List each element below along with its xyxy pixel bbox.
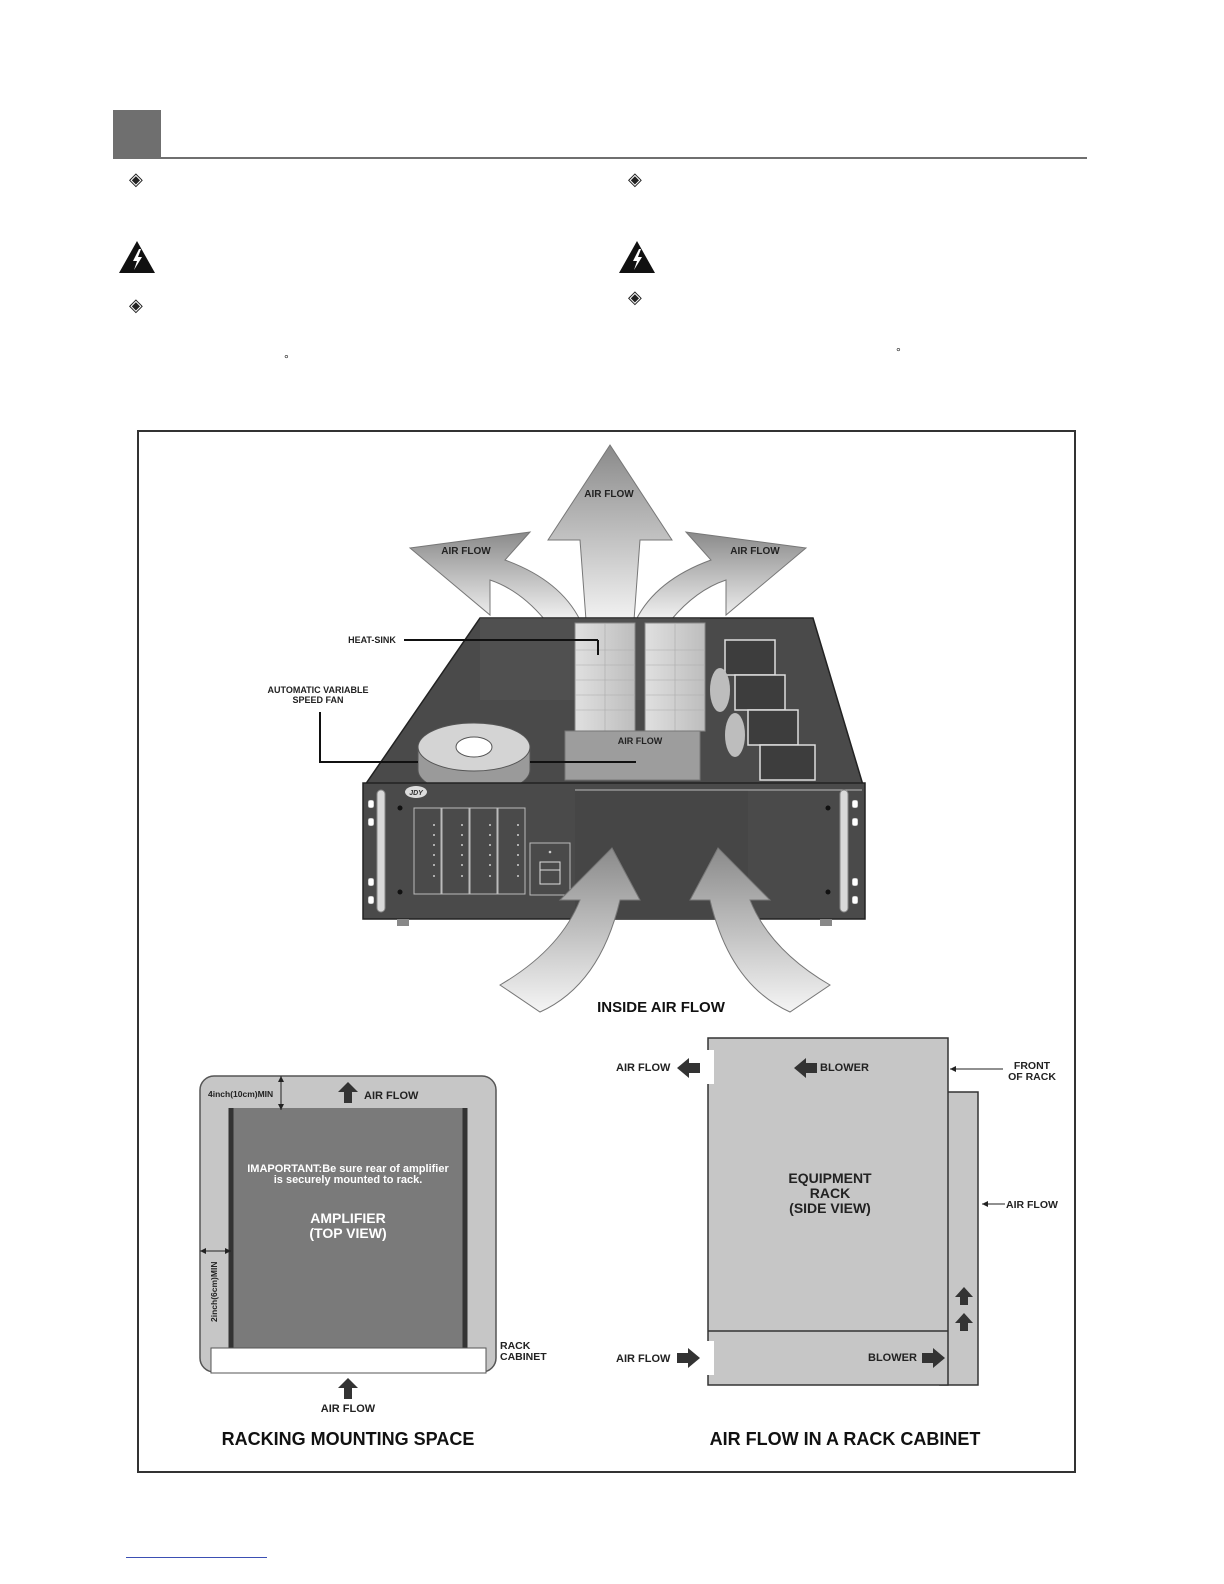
equipment-rack (707, 1037, 949, 1386)
label-air-flow-right: AIR FLOW (730, 546, 780, 557)
air-flow-arrow-top (547, 444, 673, 621)
label-front-line1: FRONT (1014, 1060, 1051, 1072)
caption-racking-mounting-space: RACKING MOUNTING SPACE (222, 1429, 475, 1449)
caption-air-flow-in-a-rack-cabinet: AIR FLOW IN A RACK CABINET (710, 1429, 981, 1449)
diamond-bullet-icon: ◈ (628, 169, 642, 189)
electric-shock-warning-icon (119, 241, 155, 273)
rack-handle-right (839, 789, 849, 913)
inside-air-flow-arrow-left (499, 847, 641, 1013)
svg-text:JDY: JDY (409, 790, 424, 797)
left-arrow-icon (677, 1058, 700, 1078)
rack-handle-left (376, 789, 386, 913)
label-air-flow-rack-top: AIR FLOW (364, 1090, 419, 1102)
rack-cabinet-rail (210, 1347, 487, 1374)
channel-modules (413, 807, 526, 895)
label-fan-line1: AUTOMATIC VARIABLE (268, 685, 369, 695)
label-heat-sink: HEAT-SINK (348, 635, 396, 645)
up-arrow-icon (955, 1287, 973, 1305)
inside-air-flow-arrow-right (689, 847, 831, 1013)
amplifier-top-view (231, 1108, 466, 1348)
left-arrow-icon (794, 1058, 817, 1078)
label-air-flow-top: AIR FLOW (584, 489, 634, 500)
variable-speed-fan (417, 722, 531, 795)
label-amplifier-line1: AMPLIFIER (310, 1210, 385, 1226)
air-flow-arrow-left (408, 531, 581, 621)
label-rack-line1: RACK (500, 1340, 531, 1352)
diamond-bullet-icon: ◈ (628, 287, 642, 307)
label-important-line1: IMAPORTANT:Be sure rear of amplifier (247, 1163, 449, 1175)
degree-symbol: ° (284, 352, 289, 366)
power-switch (529, 842, 571, 896)
degree-symbol: ° (896, 345, 901, 359)
label-important-line2: is securely mounted to rack. (274, 1174, 423, 1186)
label-air-flow-inner: AIR FLOW (618, 736, 663, 746)
label-air-flow-left: AIR FLOW (441, 546, 491, 557)
label-air-flow-rack-bottom: AIR FLOW (321, 1403, 376, 1415)
up-arrow-icon (338, 1082, 358, 1103)
label-equipment-line3: (SIDE VIEW) (789, 1200, 871, 1216)
side-components (710, 639, 816, 781)
label-equipment-line1: EQUIPMENT (788, 1170, 872, 1186)
footer-link-underline (126, 1557, 267, 1558)
label-air-flow-cabinet-top-left: AIR FLOW (616, 1062, 671, 1074)
section-marker (113, 110, 161, 158)
header-rule (113, 157, 1087, 159)
label-top-clearance: 4inch(10cm)MIN (208, 1089, 273, 1099)
diamond-bullet-icon: ◈ (129, 169, 143, 189)
airflow-figure: AIR FLOW AIR FLOW AIR FLOW AIR FLOW HEAT… (199, 444, 1058, 1449)
label-front-line2: OF RACK (1008, 1071, 1056, 1083)
label-fan-line2: SPEED FAN (292, 695, 343, 705)
air-flow-arrow-right (635, 531, 808, 621)
right-arrow-icon (677, 1348, 700, 1368)
diamond-bullet-icon: ◈ (129, 295, 143, 315)
label-air-flow-cabinet-right: AIR FLOW (1006, 1199, 1058, 1211)
figure-frame (137, 430, 1076, 1473)
label-blower-top: BLOWER (820, 1062, 869, 1074)
label-blower-bottom: BLOWER (868, 1352, 917, 1364)
brand-logo: JDY (405, 786, 427, 798)
label-air-flow-cabinet-bottom-left: AIR FLOW (616, 1353, 671, 1365)
up-arrow-icon (338, 1378, 358, 1399)
label-rack-line2: CABINET (500, 1351, 547, 1363)
label-amplifier-line2: (TOP VIEW) (309, 1225, 386, 1241)
heat-sink-base (564, 730, 701, 781)
electric-shock-warning-icon (619, 241, 655, 273)
label-equipment-line2: RACK (810, 1185, 850, 1201)
up-arrow-icon (955, 1313, 973, 1331)
right-arrow-icon (922, 1348, 945, 1368)
label-inside-air-flow: INSIDE AIR FLOW (597, 999, 726, 1016)
label-side-clearance: 2inch(6cm)MIN (209, 1262, 219, 1322)
